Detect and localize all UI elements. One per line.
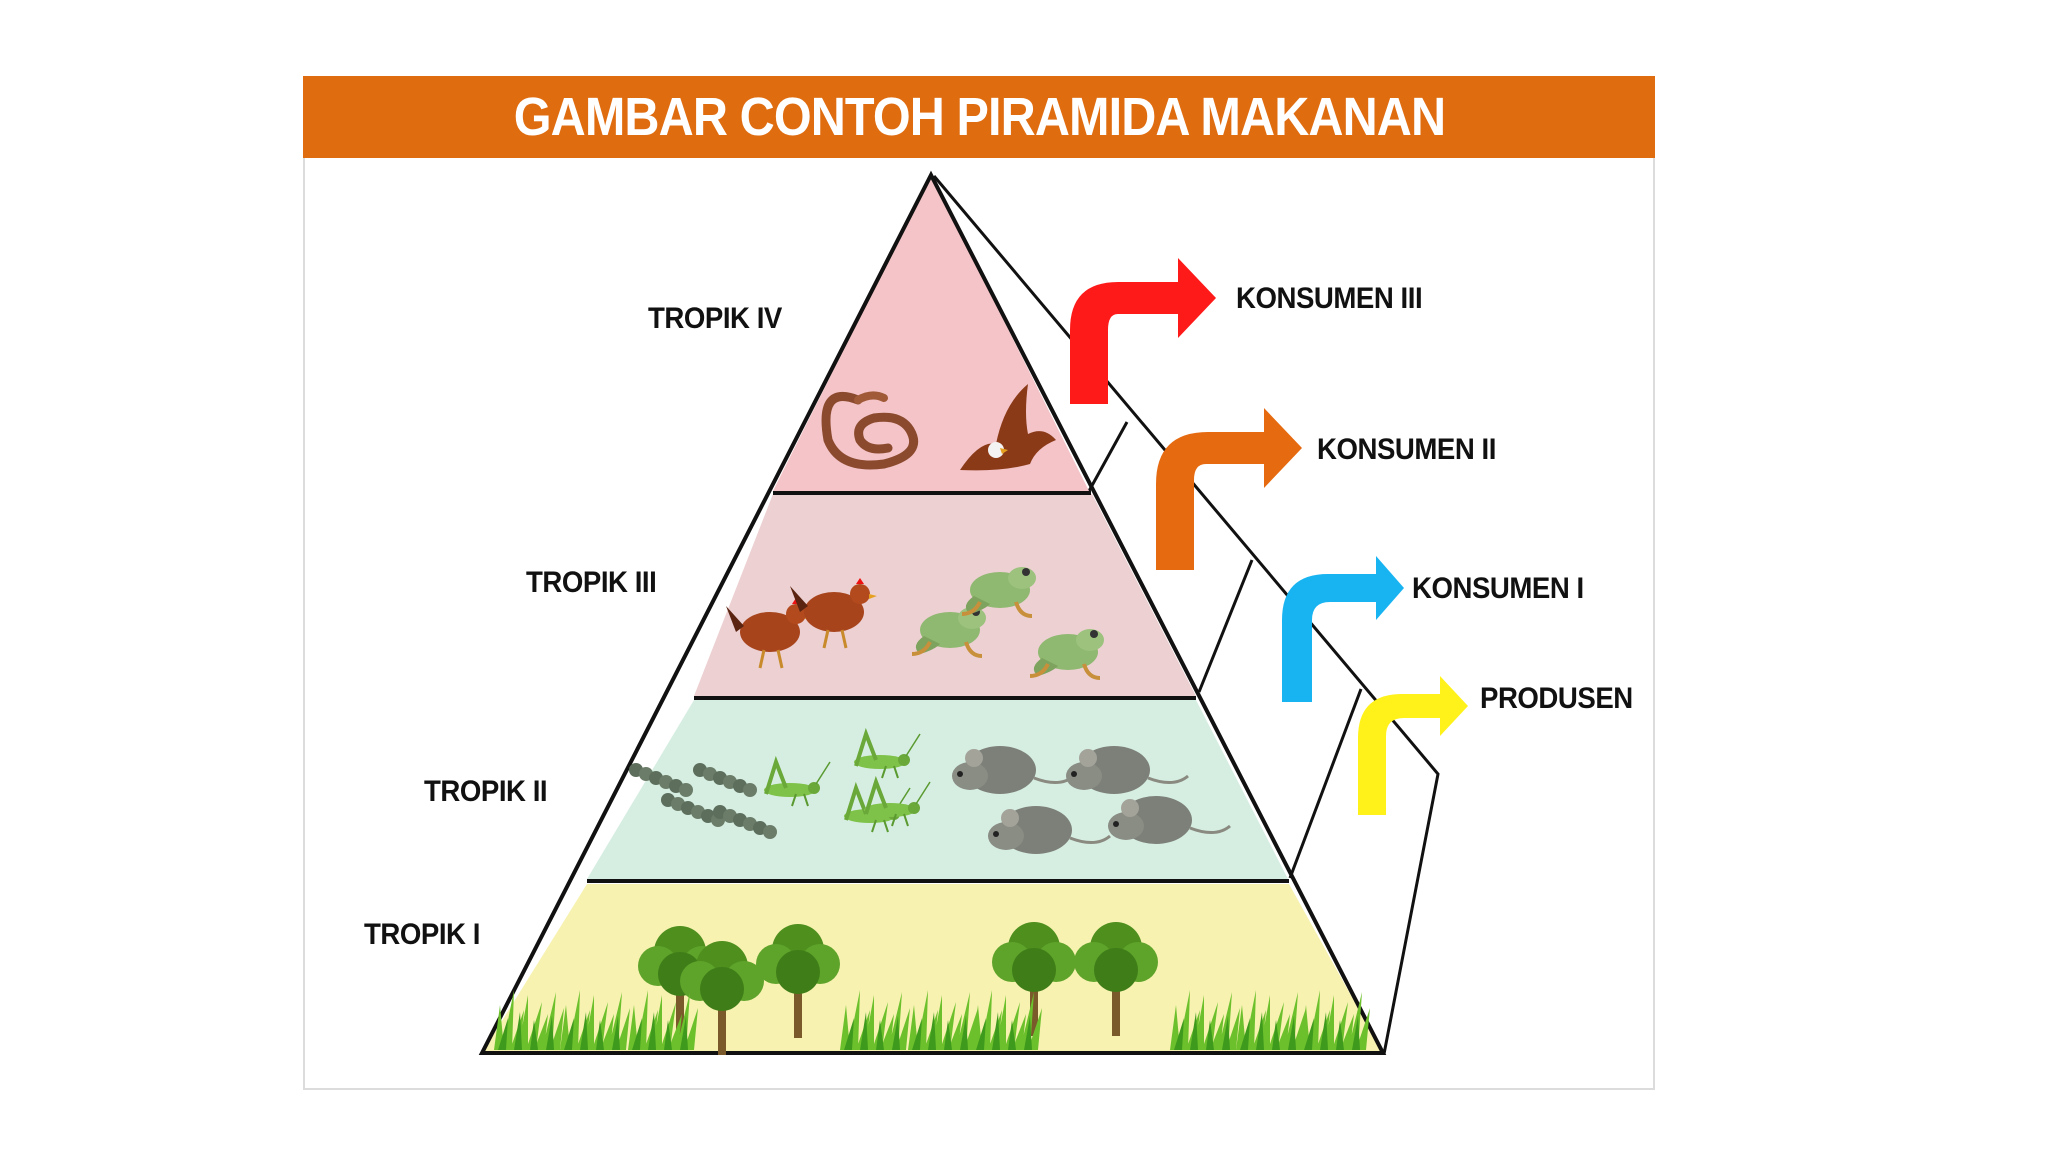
snake-icon [821,391,919,470]
arrow-produsen [1358,676,1468,815]
label-konsumen-ii: KONSUMEN II [1317,433,1496,466]
arrow-konsumen-i [1282,556,1404,702]
tier-tropik-i [482,884,1383,1053]
page-title: GAMBAR CONTOH PIRAMIDA MAKANAN [513,87,1445,147]
tier-tropik-iii [694,494,1196,696]
pyramid-outline [478,170,1387,1055]
eagle-icon [960,384,1056,471]
label-produsen: PRODUSEN [1480,682,1633,715]
title-banner: GAMBAR CONTOH PIRAMIDA MAKANAN [303,76,1655,158]
arrow-konsumen-iii [1070,258,1216,404]
label-tropik-ii: TROPIK II [424,775,548,808]
arrow-konsumen-ii [1156,408,1302,570]
label-konsumen-i: KONSUMEN I [1412,572,1584,605]
label-tropik-iv: TROPIK IV [648,302,782,335]
label-konsumen-iii: KONSUMEN III [1236,282,1423,315]
label-tropik-i: TROPIK I [364,918,480,951]
label-tropik-iii: TROPIK III [526,566,657,599]
